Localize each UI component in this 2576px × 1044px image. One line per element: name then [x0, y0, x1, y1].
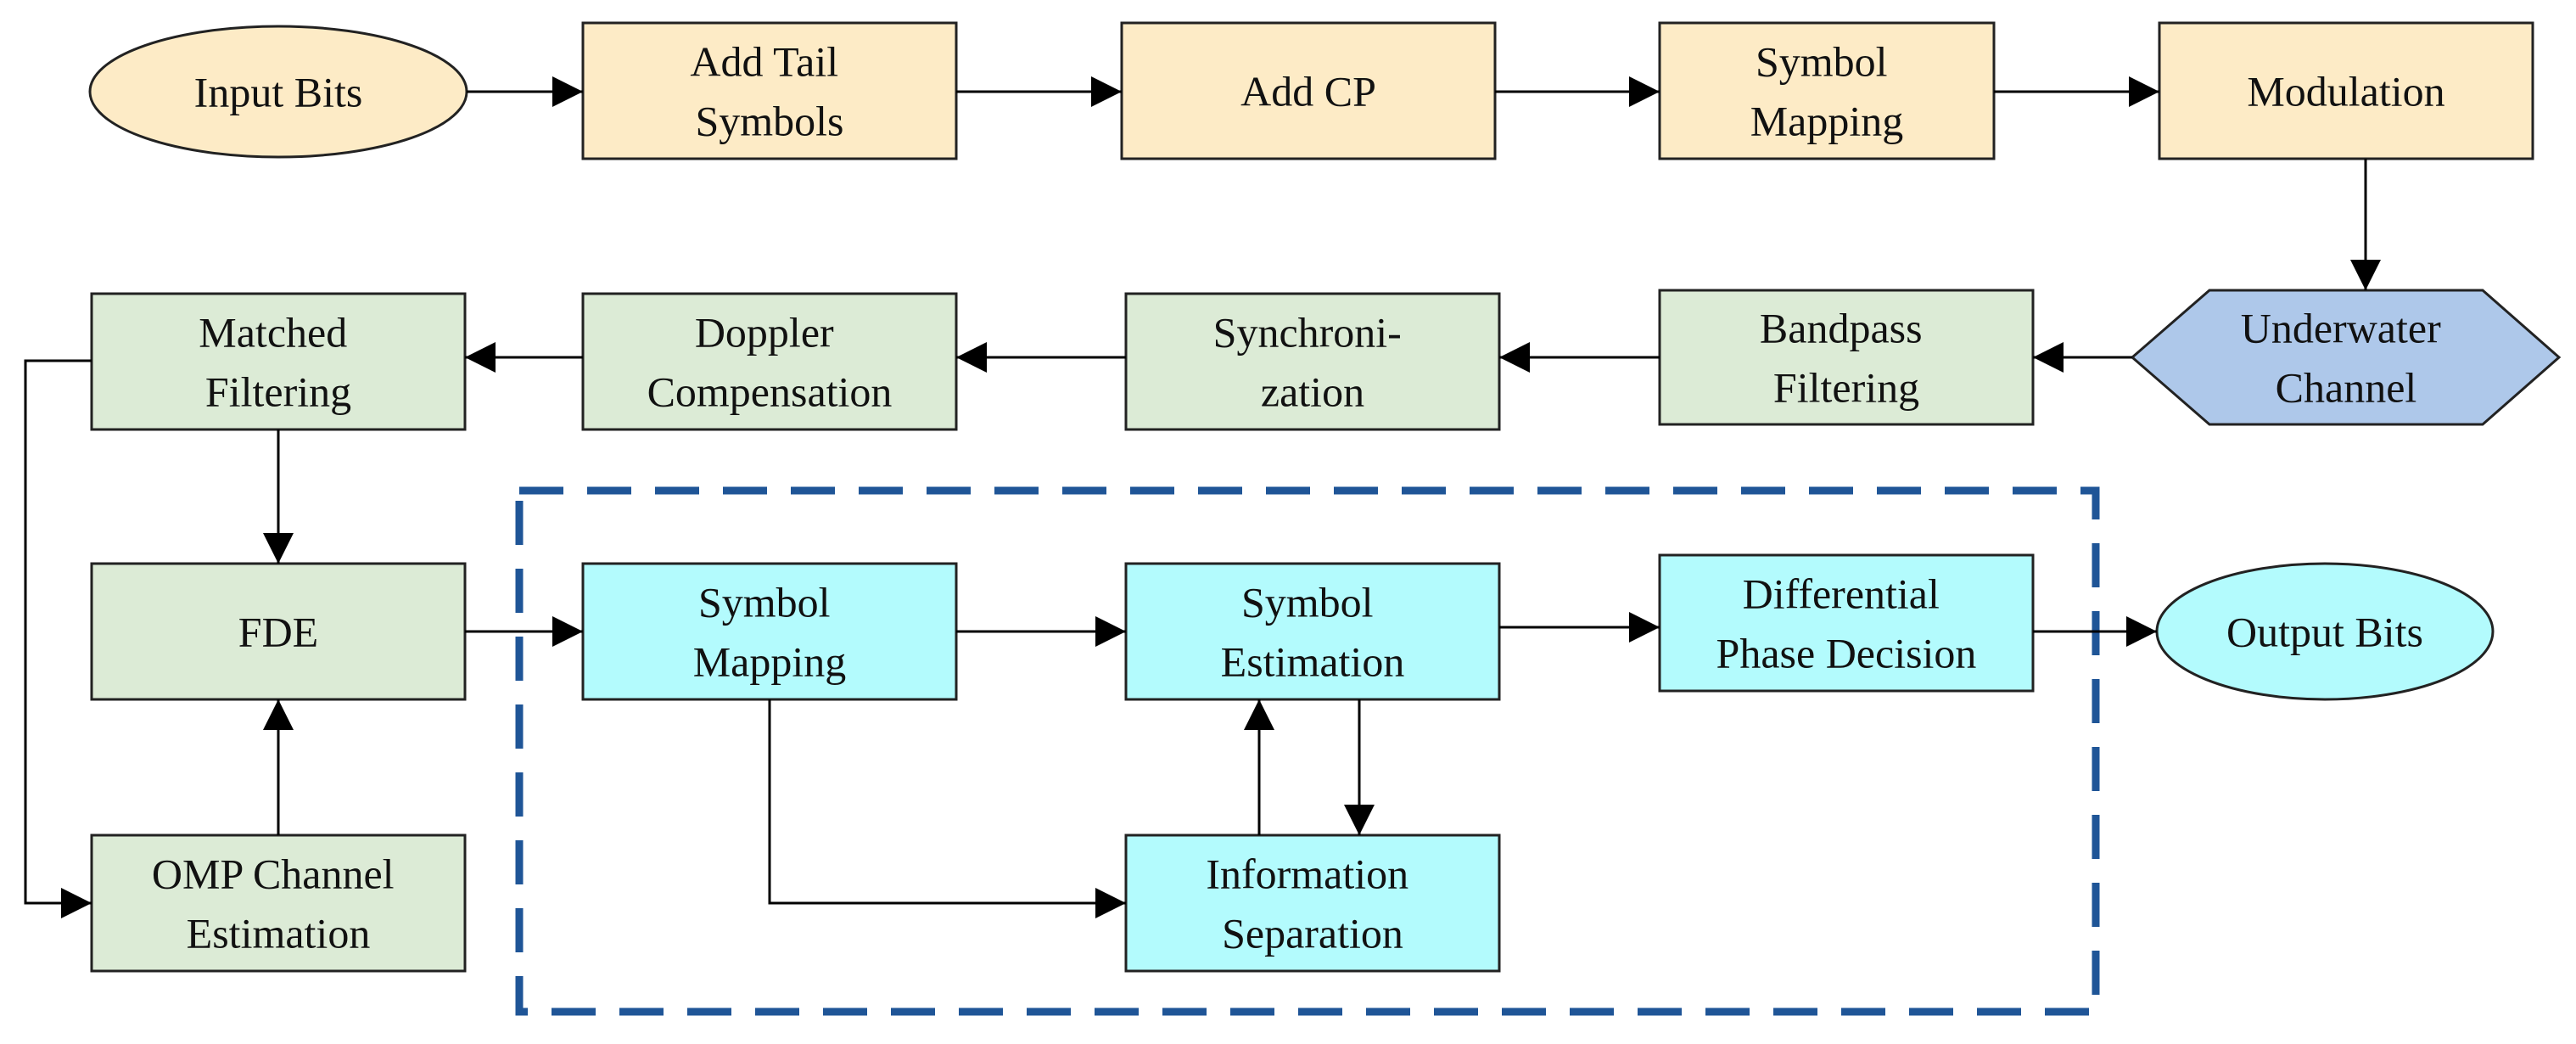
- modulation-block: Modulation: [2158, 21, 2534, 160]
- svg-text:Differential Phase Decis: Differential Phase Decision: [1716, 570, 1977, 677]
- output-bits-node: Output Bits: [2155, 562, 2495, 701]
- svg-text:Underwater Channel: Underwater Channel: [2241, 305, 2452, 412]
- svg-text:Information Separation: Information Separation: [1206, 850, 1419, 957]
- arrow-symbol-mapping-to-separation: [768, 699, 1126, 918]
- add-cp-block: Add CP: [1120, 21, 1497, 160]
- add-tail-symbols-block: Add Tail Symbols: [581, 21, 958, 160]
- matched-filtering-block: Matched Filtering: [90, 292, 467, 431]
- underwater-channel-node: Underwater Channel: [2130, 289, 2562, 426]
- symbol-mapping-rx-block: Symbol Mapping: [581, 562, 958, 701]
- svg-text:Input Bits: Input Bits: [194, 69, 363, 116]
- svg-text:Matched Filtering: Matched Filtering: [199, 309, 357, 416]
- iterative-decoder-region: [515, 486, 2100, 1016]
- arrow-matched-to-omp: [24, 359, 92, 918]
- bandpass-filtering-block: Bandpass Filtering: [1658, 289, 2035, 426]
- svg-text:Modulation: Modulation: [2247, 68, 2444, 115]
- input-bits-node: Input Bits: [88, 25, 468, 159]
- svg-text:FDE: FDE: [238, 609, 318, 656]
- differential-phase-decision-block: Differential Phase Decision: [1658, 553, 2035, 693]
- information-separation-block: Information Separation: [1124, 834, 1501, 973]
- svg-text:Output Bits: Output Bits: [2226, 609, 2423, 656]
- omp-channel-estimation-block: OMP Channel Estimation: [90, 834, 467, 973]
- fde-block: FDE: [90, 562, 467, 701]
- svg-text:Doppler Compensation: Doppler Compensation: [647, 309, 893, 416]
- svg-text:Bandpass Filtering: Bandpass Filtering: [1760, 305, 1933, 412]
- svg-text:Add Tail Symbols: Add Tail Symbols: [690, 38, 848, 145]
- svg-text:Symbol Mapping: Symbol Mapping: [693, 579, 847, 686]
- svg-text:OMP Channel Estimation: OMP Channel Estimation: [152, 850, 405, 957]
- svg-text:Symbol Mapping: Symbol Mapping: [1750, 38, 1904, 145]
- svg-text:Symbol Estimation: Symbol Estimation: [1221, 579, 1405, 686]
- symbol-mapping-tx-block: Symbol Mapping: [1658, 21, 1996, 160]
- symbol-estimation-block: Symbol Estimation: [1124, 562, 1501, 701]
- svg-text:Synchroni- zation: Synchroni- zation: [1213, 309, 1413, 416]
- doppler-compensation-block: Doppler Compensation: [581, 292, 958, 431]
- svg-text:Add CP: Add CP: [1240, 68, 1376, 115]
- synchronization-block: Synchroni- zation: [1124, 292, 1501, 431]
